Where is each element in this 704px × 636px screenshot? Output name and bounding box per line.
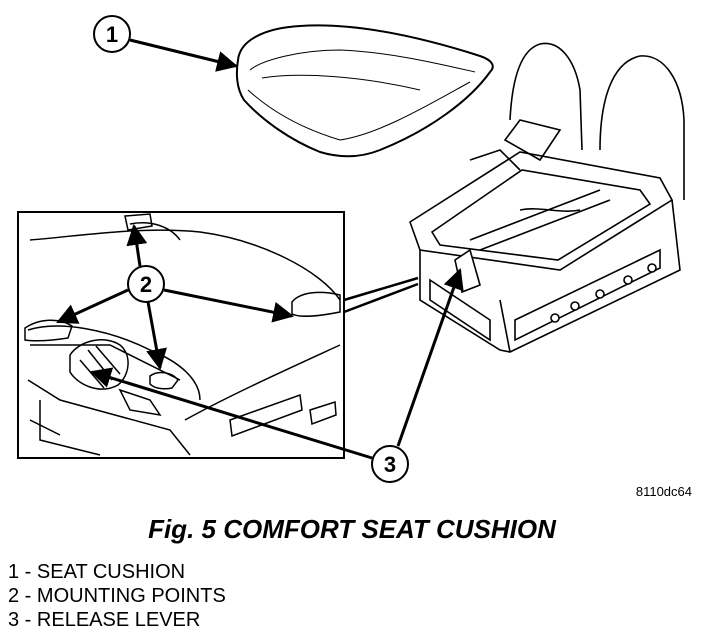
callout-2-number: 2 xyxy=(140,272,152,297)
seat-frame-illustration xyxy=(409,42,685,353)
seat-diagram: 1 2 3 xyxy=(17,15,685,483)
legend-separator: - xyxy=(19,609,37,631)
callout-3: 3 xyxy=(89,268,464,483)
legend-number: 1 xyxy=(8,561,20,583)
legend-number: 3 xyxy=(8,609,20,631)
legend-item: 1 - SEAT CUSHION xyxy=(8,560,226,584)
legend-label: RELEASE LEVER xyxy=(36,609,201,631)
seat-cushion-illustration xyxy=(235,24,494,158)
legend-separator: - xyxy=(19,585,37,607)
legend: 1 - SEAT CUSHION 2 - MOUNTING POINTS 3 -… xyxy=(8,560,226,632)
inset-leader-lines xyxy=(343,276,419,314)
legend-label: SEAT CUSHION xyxy=(36,561,186,583)
legend-item: 3 - RELEASE LEVER xyxy=(8,608,226,632)
figure-reference-code: 8110dc64 xyxy=(635,484,692,499)
callout-3-number: 3 xyxy=(384,452,396,477)
callout-2: 2 xyxy=(56,223,295,371)
legend-number: 2 xyxy=(8,585,20,607)
legend-item: 2 - MOUNTING POINTS xyxy=(8,584,226,608)
detail-inset xyxy=(17,211,345,459)
figure-caption: Fig. 5 COMFORT SEAT CUSHION xyxy=(148,514,556,544)
legend-label: MOUNTING POINTS xyxy=(36,585,226,607)
callout-1-number: 1 xyxy=(106,22,118,47)
legend-separator: - xyxy=(19,561,37,583)
callout-1: 1 xyxy=(93,15,239,72)
